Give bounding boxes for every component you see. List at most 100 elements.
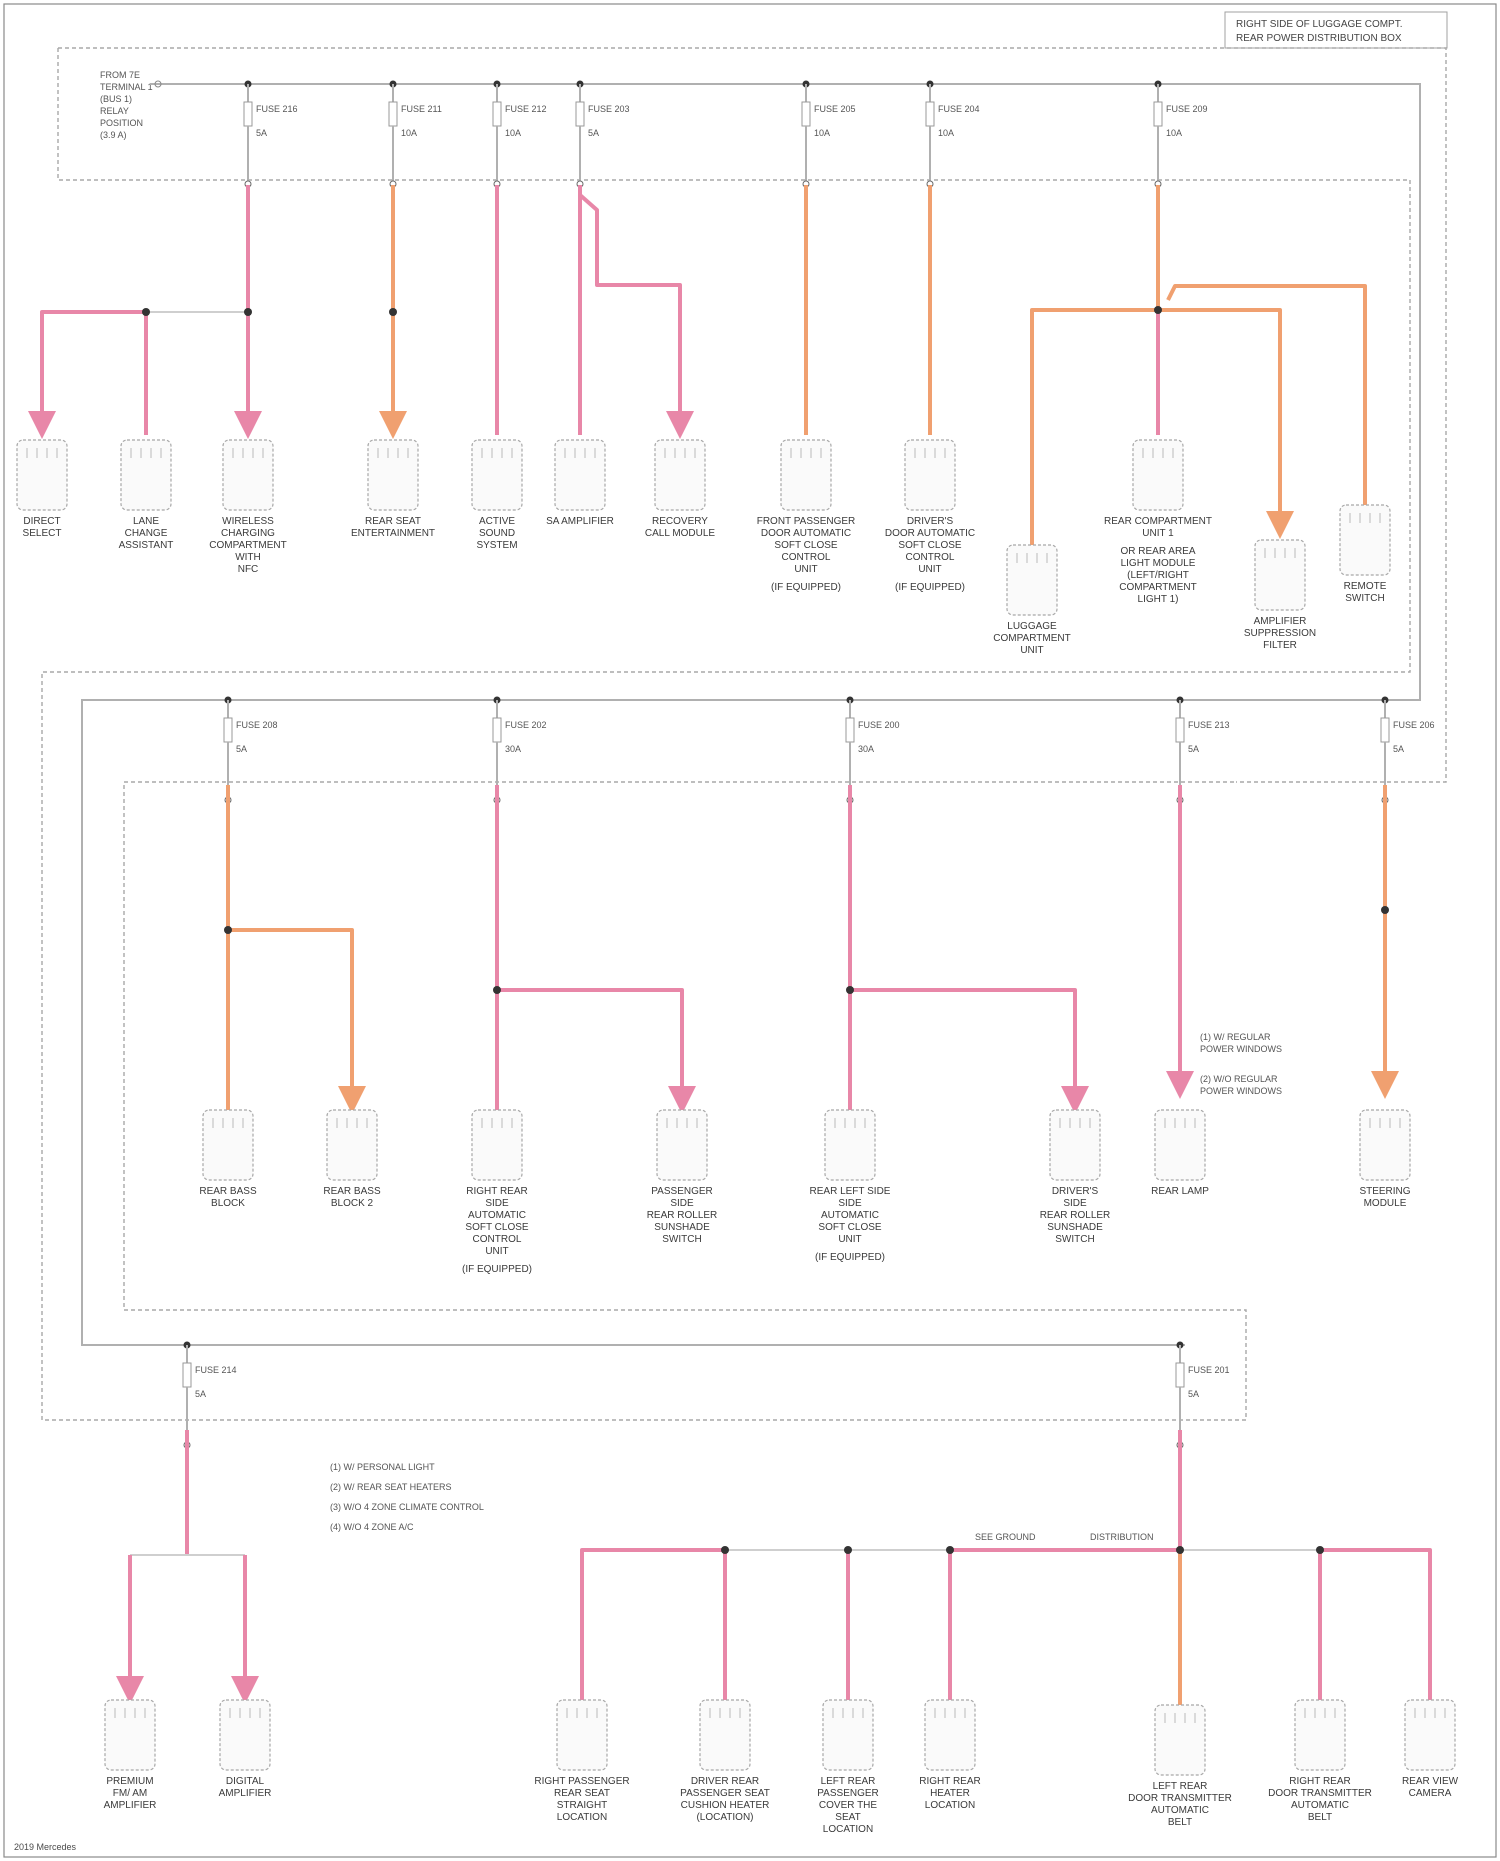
component-name: SIDE: [485, 1198, 509, 1209]
component-name: PASSENGER: [651, 1186, 713, 1197]
component-name: DIRECT: [23, 516, 60, 527]
component-name: CHARGING: [221, 528, 275, 539]
fuse-amp: 10A: [401, 128, 417, 138]
svg-text:POWER WINDOWS: POWER WINDOWS: [1200, 1086, 1282, 1096]
footnotes: (1) W/ PERSONAL LIGHT (2) W/ REAR SEAT H…: [330, 1462, 484, 1532]
fuse-label: FUSE 204: [938, 104, 980, 114]
component-name: RIGHT REAR: [466, 1186, 528, 1197]
row2-splices: [224, 906, 1389, 994]
fuse-label: FUSE 202: [505, 720, 547, 730]
source-label: FROM 7E TERMINAL 1 (BUS 1) RELAY POSITIO…: [100, 70, 161, 140]
component-name: DRIVER REAR: [691, 1776, 759, 1787]
svg-text:POWER WINDOWS: POWER WINDOWS: [1200, 1044, 1282, 1054]
component-name: CALL MODULE: [645, 528, 716, 539]
svg-text:(3.9 A): (3.9 A): [100, 130, 127, 140]
component-name: AMPLIFIER: [1254, 616, 1307, 627]
component-name: MODULE: [1364, 1198, 1407, 1209]
row1-component-3: REAR SEATENTERTAINMENT: [351, 440, 435, 539]
fuse-amp: 5A: [1188, 744, 1199, 754]
svg-text:FROM 7E: FROM 7E: [100, 70, 140, 80]
row2-component-4: REAR LEFT SIDESIDEAUTOMATICSOFT CLOSEUNI…: [810, 1110, 891, 1263]
component-name: SYSTEM: [476, 540, 517, 551]
fuse-213: FUSE 213 5A: [1176, 697, 1230, 804]
component-name: BELT: [1308, 1812, 1332, 1823]
component-name: LOCATION: [823, 1824, 873, 1835]
component-name: LANE: [133, 516, 159, 527]
component-name: REAR LEFT SIDE: [810, 1186, 891, 1197]
fuse-211: FUSE 21110A: [389, 81, 442, 188]
component-note: LIGHT 1): [1138, 594, 1179, 605]
component-name: NFC: [238, 564, 259, 575]
component-name: CUSHION HEATER: [681, 1800, 770, 1811]
component-name: AUTOMATIC: [468, 1210, 526, 1221]
svg-text:(BUS 1): (BUS 1): [100, 94, 132, 104]
component-name: CAMERA: [1409, 1788, 1452, 1799]
component-name: STEERING: [1359, 1186, 1410, 1197]
component-name: RIGHT REAR: [1289, 1776, 1351, 1787]
row2-component-6: REAR LAMP: [1151, 1110, 1209, 1197]
fuse-amp: 10A: [1166, 128, 1182, 138]
watermark: 2019 Mercedes: [14, 1842, 77, 1852]
component-name: STRAIGHT: [557, 1800, 608, 1811]
fuse-amp: 10A: [938, 128, 954, 138]
footnote-3: (3) W/O 4 ZONE CLIMATE CONTROL: [330, 1502, 484, 1512]
fuse-200: FUSE 20030A: [846, 697, 900, 804]
component-name: DOOR AUTOMATIC: [885, 528, 975, 539]
component-name: SOFT CLOSE: [465, 1222, 528, 1233]
component-note: OR REAR AREA: [1120, 546, 1195, 557]
component-name: SWITCH: [1055, 1234, 1094, 1245]
fuse-label: FUSE 213: [1188, 720, 1230, 730]
fuse-208: FUSE 2085A: [224, 697, 278, 804]
component-name: CONTROL: [782, 552, 831, 563]
component-name: PASSENGER: [817, 1788, 879, 1799]
fuse-label: FUSE 212: [505, 104, 547, 114]
fuse-amp: 10A: [814, 128, 830, 138]
fuse-214: FUSE 2145A: [183, 1342, 237, 1449]
component-name: UNIT: [794, 564, 817, 575]
svg-text:RELAY: RELAY: [100, 106, 129, 116]
row3-component-4: LEFT REARPASSENGERCOVER THESEATLOCATION: [817, 1700, 879, 1835]
component-name: AMPLIFIER: [219, 1788, 272, 1799]
component-name: SUNSHADE: [654, 1222, 710, 1233]
fuse-label: FUSE 203: [588, 104, 630, 114]
component-name: SIDE: [1063, 1198, 1087, 1209]
fuse-label: FUSE 206: [1393, 720, 1435, 730]
component-name: REMOTE: [1344, 581, 1387, 592]
row1-component-5: SA AMPLIFIER: [546, 440, 614, 527]
fuse-amp: 5A: [256, 128, 267, 138]
component-name: CONTROL: [906, 552, 955, 563]
component-name: REAR COMPARTMENT: [1104, 516, 1212, 527]
fuse-202: FUSE 20230A: [493, 697, 547, 804]
row3-component-6: LEFT REARDOOR TRANSMITTERAUTOMATICBELT: [1128, 1705, 1232, 1828]
component-name: LOCATION: [557, 1812, 607, 1823]
component-note: (IF EQUIPPED): [895, 582, 965, 593]
row1-component-0: DIRECTSELECT: [17, 440, 67, 539]
component-name: SOFT CLOSE: [774, 540, 837, 551]
component-note: COMPARTMENT: [1119, 582, 1196, 593]
component-name: ENTERTAINMENT: [351, 528, 435, 539]
row1-fuses: FUSE 2165AFUSE 21110AFUSE 21210AFUSE 203…: [244, 81, 1208, 188]
fuse-amp: 10A: [505, 128, 521, 138]
component-name: FILTER: [1263, 640, 1297, 651]
component-name: FM/ AM: [113, 1788, 147, 1799]
component-name: COVER THE: [819, 1800, 877, 1811]
component-name: AUTOMATIC: [1151, 1805, 1209, 1816]
splice-label: SEE GROUND DISTRIBUTION: [975, 1532, 1154, 1542]
row3-wires: [130, 1430, 1430, 1705]
fuse-amp: 5A: [1393, 744, 1404, 754]
component-name: SEAT: [835, 1812, 860, 1823]
header-line-2: REAR POWER DISTRIBUTION BOX: [1236, 33, 1402, 44]
power-bus: [82, 84, 1420, 1345]
component-name: REAR SEAT: [554, 1788, 610, 1799]
component-name: ASSISTANT: [119, 540, 174, 551]
component-name: DOOR TRANSMITTER: [1128, 1793, 1232, 1804]
component-note: (LEFT/RIGHT: [1127, 570, 1189, 581]
fuse-label: FUSE 208: [236, 720, 278, 730]
component-name: SWITCH: [662, 1234, 701, 1245]
